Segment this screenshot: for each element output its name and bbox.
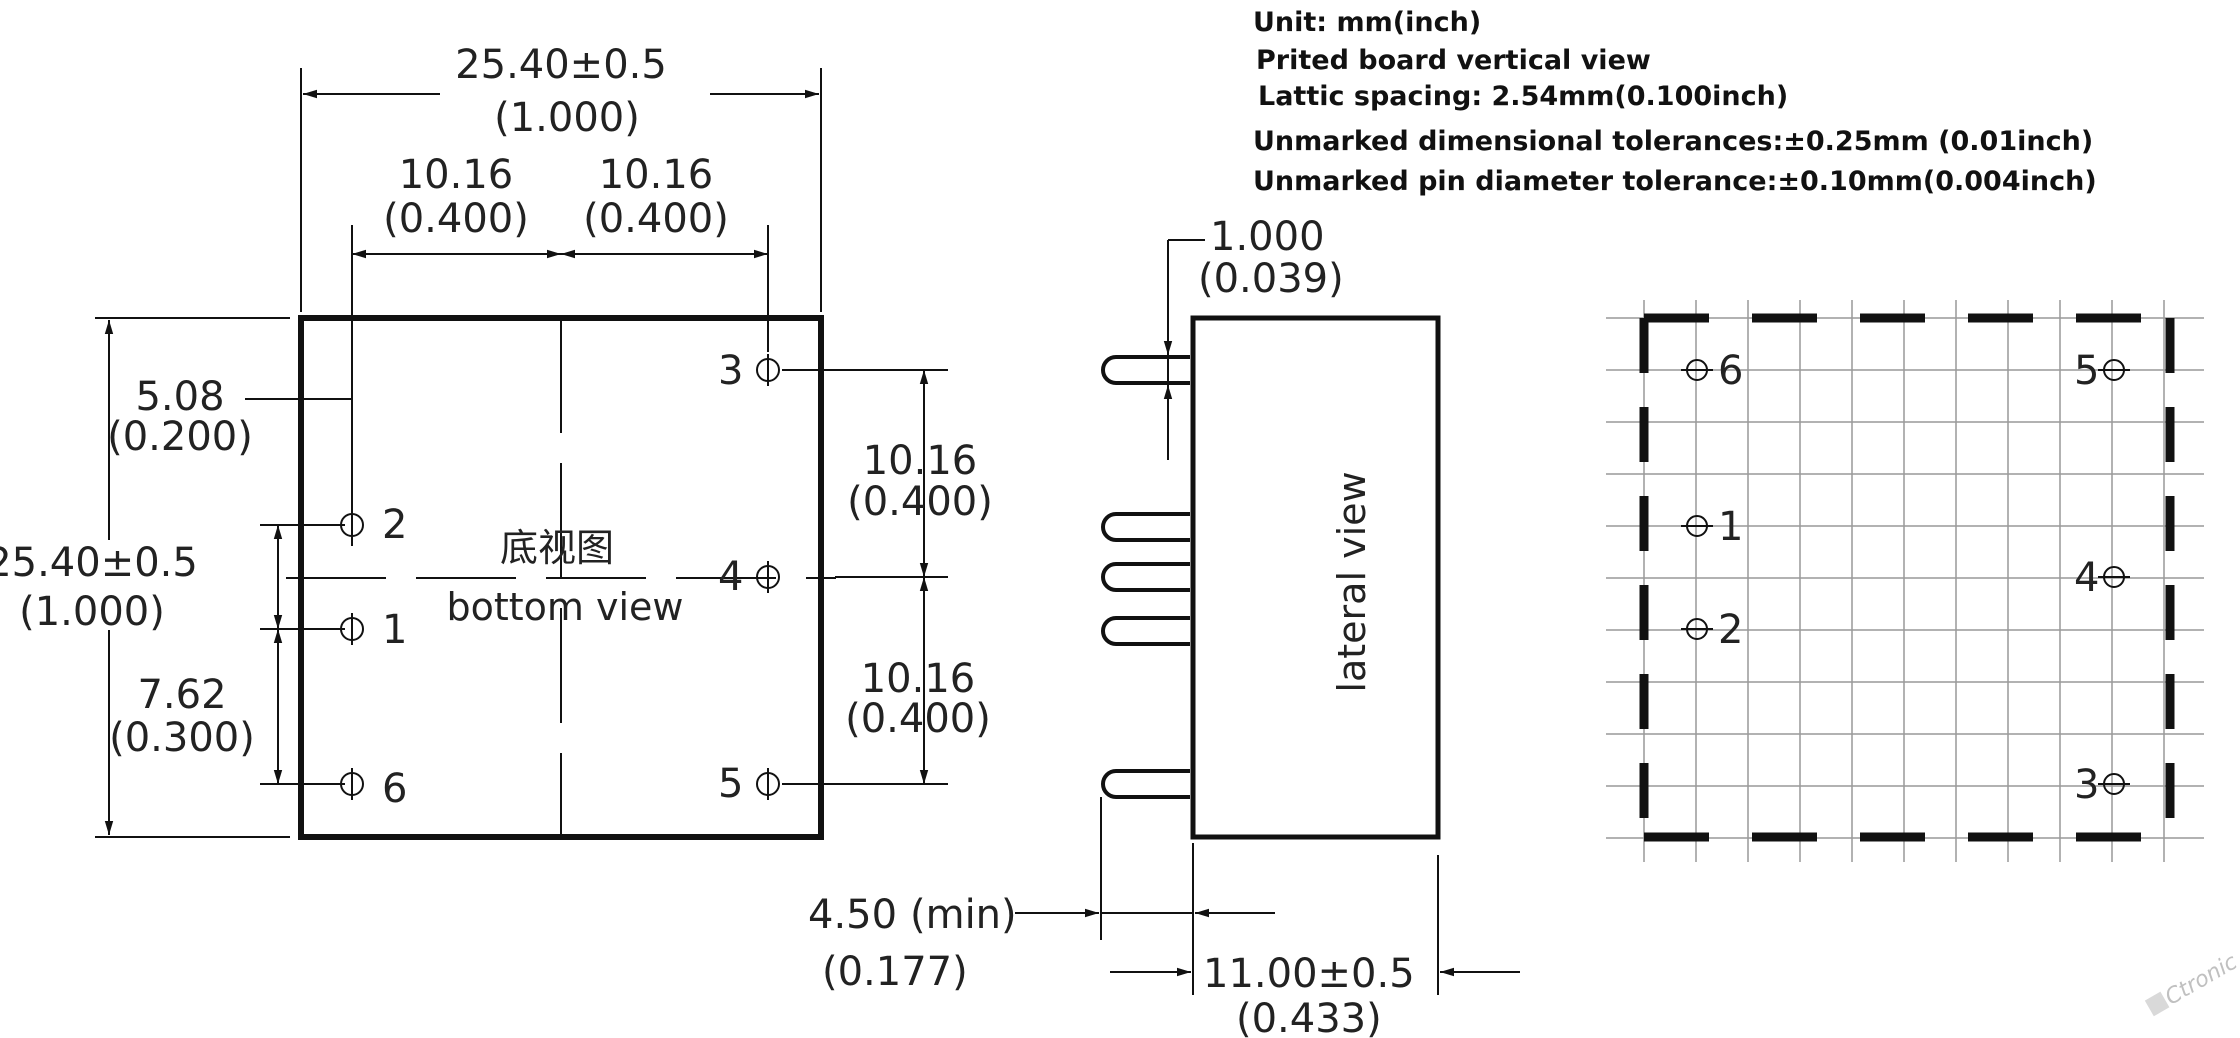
depth-dim-inch: (0.433) [1236, 996, 1382, 1038]
lateral-pin-5 [1101, 769, 1190, 799]
bottom-pin-label-4: 4 [718, 554, 743, 600]
watermark-logo: Ctronic [2144, 950, 2240, 1017]
width-dim-inch: (1.000) [494, 95, 640, 141]
lateral-view: lateral view 1.000 (0.039) 4.50 [808, 214, 1520, 1038]
board-pin-label-6: 6 [1718, 348, 1743, 394]
half-right-dim-inch: (0.400) [583, 196, 729, 242]
pitch-r2-dim-inch: (0.400) [845, 696, 991, 742]
board-pin-label-4: 4 [2074, 555, 2099, 601]
pitch-r1-dim: 10.16 [863, 438, 978, 484]
board-pin-label-3: 3 [2074, 762, 2099, 808]
height-dim: 25.40±0.5 [0, 540, 198, 586]
pitch-a-dim: 5.08 [135, 374, 224, 420]
bottom-pin-label-6: 6 [382, 766, 407, 812]
bottom-view-label-cn: 底视图 [500, 526, 614, 570]
depth-dim: 11.00±0.5 [1203, 951, 1415, 997]
lateral-pin-4 [1101, 616, 1190, 646]
half-left-dim-inch: (0.400) [383, 196, 529, 242]
pin-length-min-note: (min) [910, 892, 1017, 938]
lateral-pin-2 [1101, 512, 1190, 542]
lateral-view-label: lateral view [1330, 471, 1374, 692]
pin-length-dim: 4.50 [808, 892, 897, 938]
board-pin-label-2: 2 [1718, 607, 1743, 653]
lateral-pin-3 [1101, 562, 1190, 592]
bottom-pin-label-2: 2 [382, 502, 407, 548]
board-view: 6 1 2 5 4 3 [1606, 300, 2204, 862]
pitch-r1-dim-inch: (0.400) [847, 479, 993, 525]
pitch-b-dim: 7.62 [137, 672, 226, 718]
half-left-dim: 10.16 [399, 152, 514, 198]
bottom-pin-label-5: 5 [718, 761, 743, 807]
note-view: Prited board vertical view [1256, 45, 1651, 76]
bottom-pin-label-3: 3 [718, 348, 743, 394]
pitch-r2-dim: 10.16 [861, 656, 976, 702]
note-pin-tolerance: Unmarked pin diameter tolerance:±0.10mm(… [1253, 166, 2097, 197]
notes-block: Unit: mm(inch) Prited board vertical vie… [1253, 7, 2097, 197]
width-dim: 25.40±0.5 [455, 42, 667, 88]
pin-dia-dim-inch: (0.039) [1198, 256, 1344, 302]
board-outline-dashed [1639, 313, 2175, 842]
pitch-a-dim-inch: (0.200) [107, 414, 253, 460]
lateral-view-outline [1190, 315, 1441, 840]
lattice-grid [1606, 300, 2204, 862]
bottom-view-label-en: bottom view [446, 585, 683, 629]
board-pin-label-1: 1 [1718, 504, 1743, 550]
pin-length-dim-inch: (0.177) [822, 949, 968, 995]
note-unit: Unit: mm(inch) [1253, 7, 1481, 38]
half-right-dim: 10.16 [599, 152, 714, 198]
pitch-b-dim-inch: (0.300) [109, 715, 255, 761]
height-dim-inch: (1.000) [19, 589, 165, 635]
note-dim-tolerance: Unmarked dimensional tolerances:±0.25mm … [1253, 126, 2093, 157]
watermark-text: Ctronic [2161, 950, 2240, 1011]
bottom-pin-label-1: 1 [382, 607, 407, 653]
board-pin-label-5: 5 [2074, 348, 2099, 394]
pin-dia-dim: 1.000 [1210, 214, 1325, 260]
note-lattice: Lattic spacing: 2.54mm(0.100inch) [1258, 81, 1788, 112]
lateral-pin-1 [1101, 355, 1190, 385]
bottom-view: 底视图 bottom view 25.40±0.5 (1.000) 10.16 … [0, 42, 993, 840]
